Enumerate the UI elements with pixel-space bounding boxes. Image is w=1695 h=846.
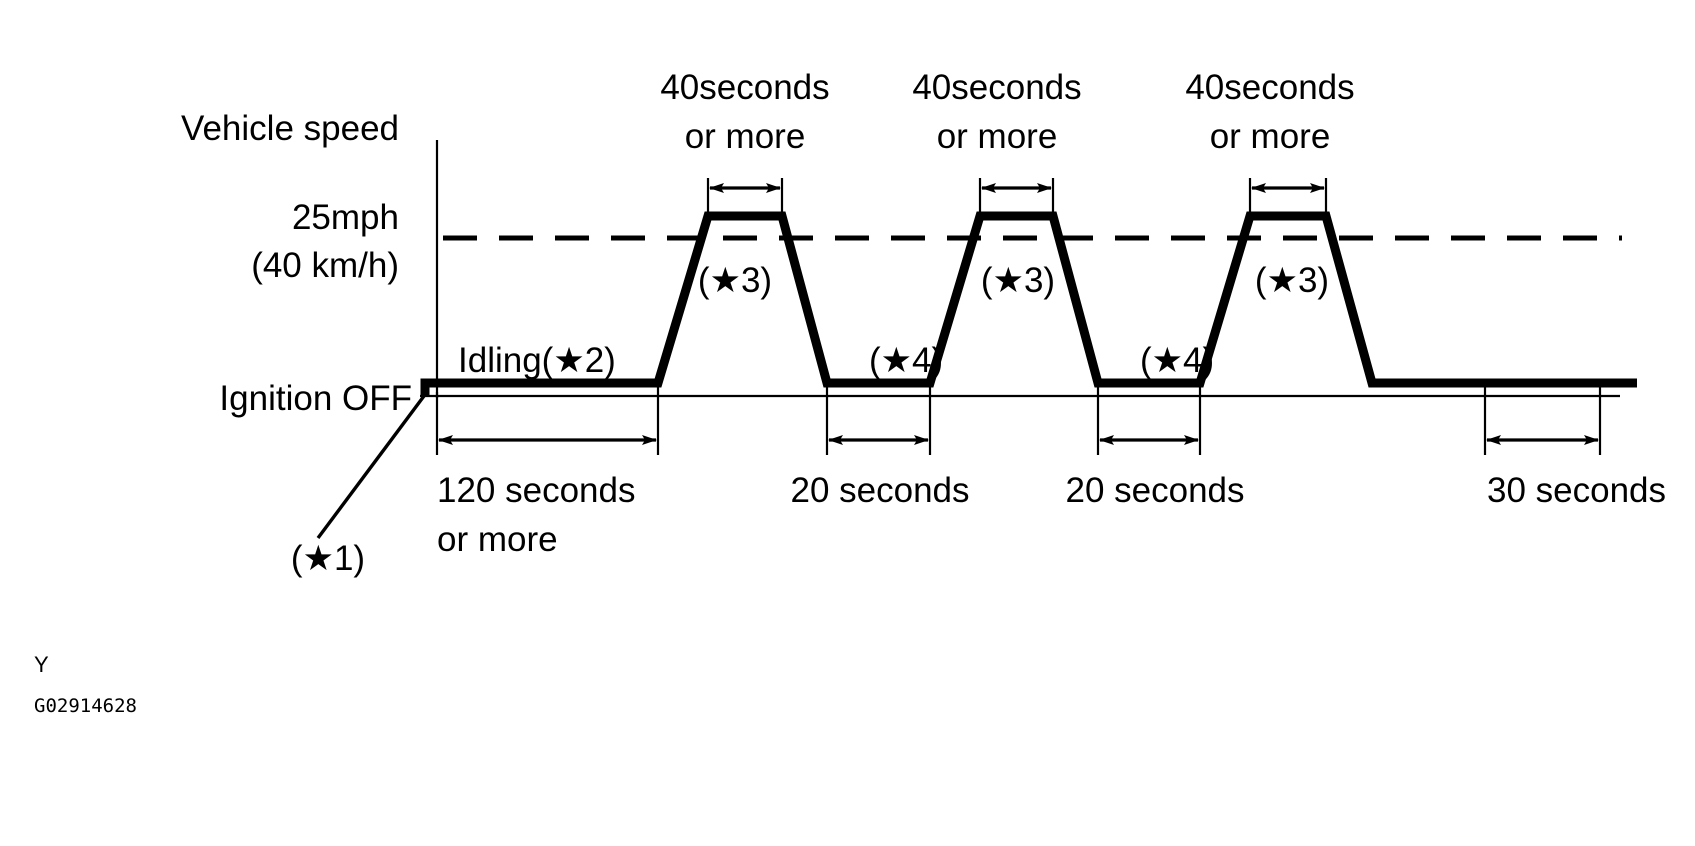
bottom-dimension-label-1-line2: or more	[437, 520, 558, 559]
decel-marker-label-2: (★4)	[1140, 341, 1214, 380]
bottom-dimension-label-1-line1: 120 seconds	[437, 471, 635, 510]
top-dimension-label-1-line2: or more	[685, 117, 806, 156]
axis-group	[420, 140, 1620, 398]
threshold-label-line2: (40 km/h)	[251, 246, 399, 285]
top-dimension-label-2-line2: or more	[937, 117, 1058, 156]
baseline-label-ignition-off: Ignition OFF	[219, 379, 412, 418]
bottom-extension-lines	[435, 386, 1602, 455]
bottom-dimension-label-3-line1: 20 seconds	[1065, 471, 1244, 510]
cruise-marker-label-1: (★3)	[698, 261, 772, 300]
start-marker-label: (★1)	[291, 539, 365, 578]
bottom-dimension-label-2-line1: 20 seconds	[790, 471, 969, 510]
top-extension-lines	[706, 178, 1328, 218]
cruise-marker-label-3: (★3)	[1255, 261, 1329, 300]
start-marker-leader-line	[316, 394, 426, 540]
top-dimension-label-3-line2: or more	[1210, 117, 1331, 156]
sheet-mark: Y	[34, 652, 49, 677]
figure-code: G02914628	[34, 695, 137, 717]
idling-label: Idling(★2)	[458, 341, 616, 380]
y-axis-title: Vehicle speed	[181, 109, 399, 148]
top-dimension-label-1-line1: 40seconds	[660, 68, 829, 107]
top-dimension-label-2-line1: 40seconds	[912, 68, 1081, 107]
cruise-marker-label-2: (★3)	[981, 261, 1055, 300]
decel-marker-label-1: (★4)	[869, 341, 943, 380]
threshold-label-line1: 25mph	[292, 198, 399, 237]
bottom-dimension-label-4-line1: 30 seconds	[1487, 471, 1666, 510]
top-dimension-label-3-line1: 40seconds	[1185, 68, 1354, 107]
